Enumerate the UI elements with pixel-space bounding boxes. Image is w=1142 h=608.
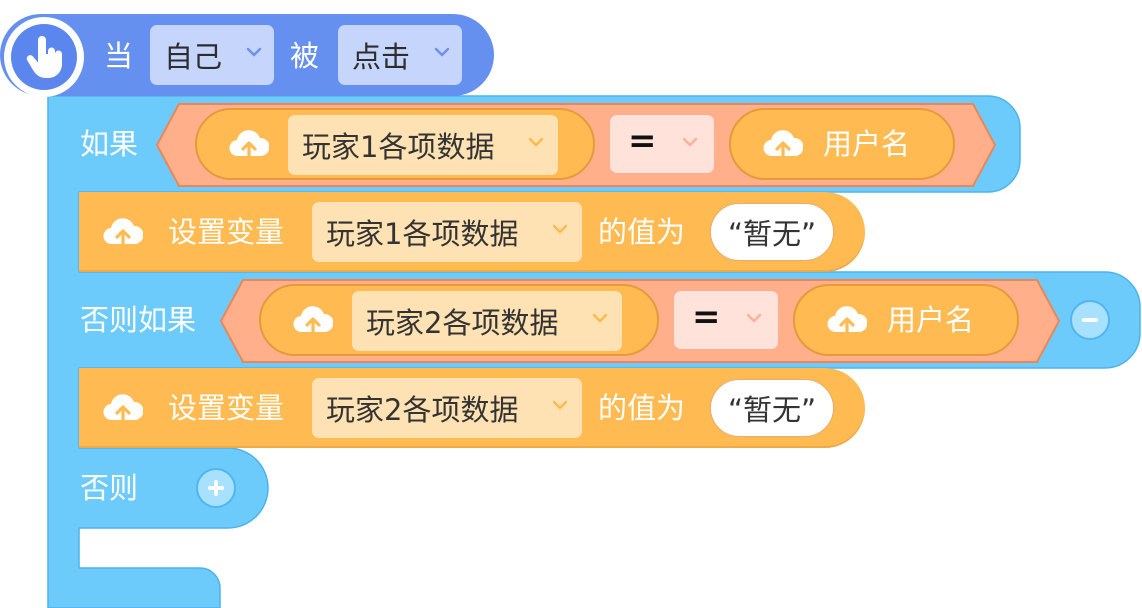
cloud-upload-icon bbox=[763, 130, 803, 160]
string-value-input[interactable]: “暂无” bbox=[710, 203, 834, 261]
operator-dropdown[interactable]: = bbox=[610, 115, 714, 173]
action-dropdown[interactable]: 点击 bbox=[338, 25, 462, 85]
variable-value: 玩家2各项数据 bbox=[326, 393, 519, 427]
add-else-if-button[interactable] bbox=[196, 468, 236, 508]
variable-dropdown[interactable]: 玩家1各项数据 bbox=[312, 202, 582, 262]
action-value: 点击 bbox=[352, 40, 411, 74]
chevron-down-icon bbox=[592, 313, 608, 323]
event-icon-badge bbox=[4, 17, 84, 97]
string-value: “暂无” bbox=[727, 217, 817, 251]
cloud-upload-icon bbox=[103, 394, 143, 424]
chevron-down-icon bbox=[528, 137, 544, 147]
chevron-down-icon bbox=[552, 400, 568, 410]
else-if-left-operand[interactable]: 玩家2各项数据 bbox=[259, 284, 659, 356]
chevron-down-icon bbox=[246, 47, 262, 57]
chevron-down-icon bbox=[682, 137, 698, 147]
pointer-hand-icon bbox=[26, 36, 62, 78]
by-label: 被 bbox=[290, 39, 320, 73]
string-value: “暂无” bbox=[727, 393, 817, 427]
else-label: 否则 bbox=[80, 471, 139, 505]
set-variable-label: 设置变量 bbox=[168, 215, 285, 249]
minus-icon bbox=[1082, 318, 1098, 322]
if-label: 如果 bbox=[80, 127, 139, 161]
cloud-upload-icon bbox=[827, 306, 867, 336]
cloud-upload-icon bbox=[293, 306, 333, 336]
target-value: 自己 bbox=[164, 40, 223, 74]
chevron-down-icon bbox=[746, 313, 762, 323]
operator-value: = bbox=[628, 121, 657, 161]
username-label: 用户名 bbox=[823, 127, 911, 161]
chevron-down-icon bbox=[552, 224, 568, 234]
set-variable-block-1[interactable]: 设置变量 玩家1各项数据 的值为 “暂无” bbox=[79, 192, 865, 272]
username-label: 用户名 bbox=[887, 303, 975, 337]
plus-icon bbox=[208, 480, 224, 496]
cloud-upload-icon bbox=[229, 130, 269, 160]
variable-value: 玩家1各项数据 bbox=[326, 217, 519, 251]
set-variable-label: 设置变量 bbox=[168, 391, 285, 425]
event-hat-block[interactable]: 当 自己 被 点击 bbox=[0, 14, 494, 97]
chevron-down-icon bbox=[434, 47, 450, 57]
when-label: 当 bbox=[104, 39, 134, 73]
set-variable-block-2[interactable]: 设置变量 玩家2各项数据 的值为 “暂无” bbox=[79, 368, 865, 448]
else-if-right-operand[interactable]: 用户名 bbox=[793, 284, 1019, 356]
if-left-operand[interactable]: 玩家1各项数据 bbox=[195, 108, 595, 180]
if-right-operand[interactable]: 用户名 bbox=[729, 108, 955, 180]
variable-dropdown[interactable]: 玩家2各项数据 bbox=[312, 378, 582, 438]
cloud-upload-icon bbox=[103, 218, 143, 248]
to-value-label: 的值为 bbox=[598, 215, 686, 249]
target-dropdown[interactable]: 自己 bbox=[150, 25, 274, 85]
variable-value: 玩家2各项数据 bbox=[366, 306, 559, 340]
remove-else-if-button[interactable] bbox=[1070, 300, 1110, 340]
variable-dropdown[interactable]: 玩家2各项数据 bbox=[352, 291, 622, 351]
variable-value: 玩家1各项数据 bbox=[302, 130, 495, 164]
variable-dropdown[interactable]: 玩家1各项数据 bbox=[288, 115, 558, 175]
operator-value: = bbox=[692, 297, 721, 337]
string-value-input[interactable]: “暂无” bbox=[710, 379, 834, 437]
to-value-label: 的值为 bbox=[598, 391, 686, 425]
operator-dropdown[interactable]: = bbox=[674, 291, 778, 349]
else-if-label: 否则如果 bbox=[80, 303, 197, 337]
